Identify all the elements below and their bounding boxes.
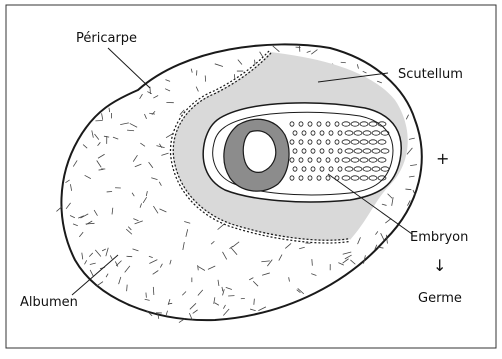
albumen-label: Albumen (20, 295, 78, 310)
albumen-stroke (254, 299, 255, 305)
pericarpe-label: Péricarpe (76, 31, 137, 46)
germe-label: Germe (418, 291, 462, 306)
albumen-stroke (255, 60, 256, 65)
embryon-label: Embryon (410, 230, 468, 245)
albumen-stroke (153, 287, 154, 295)
pericarpe-leader (108, 48, 150, 88)
plus-sign: + (436, 149, 449, 168)
albumen-stroke (312, 259, 313, 266)
embryo-axis-core (243, 131, 276, 173)
albumen-stroke (127, 285, 128, 292)
albumen-stroke (341, 62, 346, 63)
down-arrow-icon: ↓ (433, 256, 446, 275)
scutellum-label: Scutellum (398, 67, 463, 82)
